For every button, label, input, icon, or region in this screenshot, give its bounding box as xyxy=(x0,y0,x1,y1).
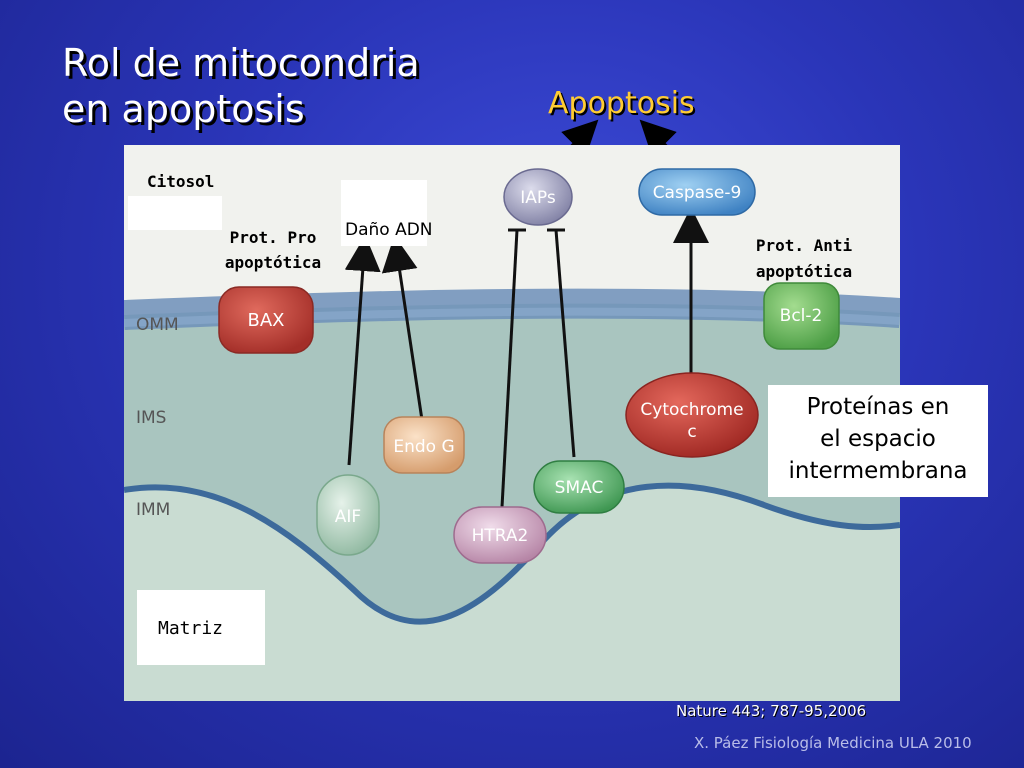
prot-pro-label: Prot. Pro apoptótica xyxy=(218,225,328,275)
ims-proteins-line-1: Proteínas en xyxy=(806,394,950,420)
protein-bax: BAX xyxy=(218,286,314,354)
arrow-endog-to-dna xyxy=(381,235,424,421)
blank-box xyxy=(128,196,222,230)
protein-smac: SMAC xyxy=(533,460,625,514)
aif-label: AIF xyxy=(335,507,361,527)
citosol-label: Citosol xyxy=(147,172,215,191)
cytochrome-label-2: c xyxy=(687,422,696,442)
inhibit-smac-iaps xyxy=(554,229,576,458)
prot-pro-line-1: Prot. Pro xyxy=(229,228,317,247)
bcl2-label: Bcl-2 xyxy=(780,306,823,326)
apoptosis-heading: Apoptosis xyxy=(548,86,695,121)
prot-anti-line-1: Prot. Anti xyxy=(755,236,853,255)
smac-label: SMAC xyxy=(555,478,604,498)
matrix-label: Matriz xyxy=(158,618,224,639)
matrix-region xyxy=(124,485,900,701)
imm-label: IMM xyxy=(136,500,170,520)
protein-endog: Endo G xyxy=(383,416,465,474)
ims-proteins-box: Proteínas en el espacio intermembrana xyxy=(768,385,988,497)
inner-membrane xyxy=(124,482,900,625)
endog-label: Endo G xyxy=(393,437,454,457)
arrow-aif-to-dna xyxy=(344,235,381,466)
protein-caspase9: Caspase-9 xyxy=(638,168,756,216)
cytochrome-label-1: Cytochrome xyxy=(640,400,743,420)
prot-pro-line-2: apoptótica xyxy=(224,253,322,272)
diagram-svg: OMM IMS IMM BAX Bcl-2 IAPs Caspase-9 xyxy=(124,145,900,701)
omm-label: OMM xyxy=(136,315,179,335)
prot-anti-line-2: apoptótica xyxy=(755,262,853,281)
protein-cytochrome-c: Cytochrome c xyxy=(625,372,759,458)
dna-damage-box xyxy=(341,180,427,246)
ims-proteins-line-2: el espacio xyxy=(820,426,936,452)
inhibit-htra2-iaps xyxy=(500,229,519,508)
slide-title: Rol de mitocondria en apoptosis xyxy=(62,40,420,132)
htra2-label: HTRA2 xyxy=(472,526,529,546)
citation: Nature 443; 787-95,2006 xyxy=(676,702,867,720)
title-line-1: Rol de mitocondria xyxy=(62,41,420,85)
protein-bcl2: Bcl-2 xyxy=(763,282,840,350)
protein-htra2: HTRA2 xyxy=(453,506,547,564)
footer: X. Páez Fisiología Medicina ULA 2010 xyxy=(694,734,972,752)
prot-anti-label: Prot. Anti apoptótica xyxy=(744,233,864,285)
bax-label: BAX xyxy=(248,310,285,331)
matrix-box xyxy=(137,590,265,665)
caspase9-label: Caspase-9 xyxy=(653,183,742,203)
protein-iaps: IAPs xyxy=(503,168,573,226)
protein-aif: AIF xyxy=(316,474,380,556)
ims-label: IMS xyxy=(136,408,166,428)
title-line-2: en apoptosis xyxy=(62,87,305,131)
dna-damage-label: Daño ADN xyxy=(345,220,433,240)
ims-proteins-line-3: intermembrana xyxy=(788,458,968,484)
iaps-label: IAPs xyxy=(520,188,556,208)
